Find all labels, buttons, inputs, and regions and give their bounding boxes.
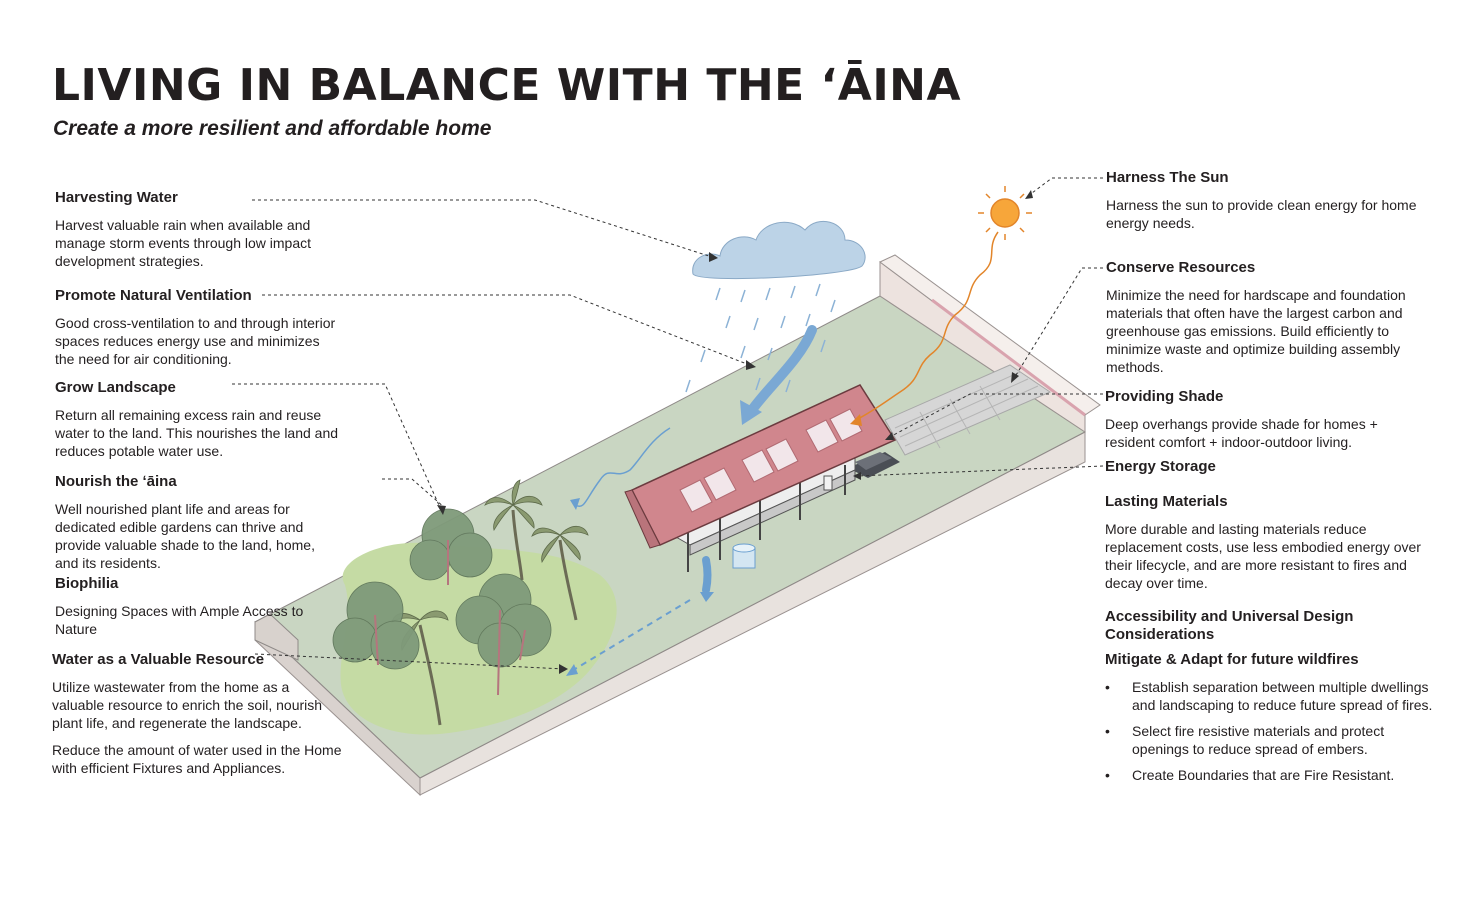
list-item: Select fire resistive materials and prot…	[1105, 722, 1435, 758]
callout-heading: Energy Storage	[1105, 458, 1216, 475]
leader-lines	[232, 177, 1104, 670]
callout-body: Designing Spaces with Ample Access to Na…	[55, 603, 304, 637]
callout-grow-landscape: Grow Landscape Return all remaining exce…	[55, 379, 340, 469]
callout-body: Well nourished plant life and areas for …	[55, 501, 315, 571]
callout-providing-shade: Providing Shade Deep overhangs provide s…	[1105, 388, 1405, 460]
callout-wildfires: Mitigate & Adapt for future wildfires Es…	[1105, 651, 1435, 792]
car	[848, 452, 900, 478]
callout-energy-storage: Energy Storage	[1105, 458, 1440, 485]
callout-body: Return all remaining excess rain and reu…	[55, 407, 339, 459]
driveway	[884, 364, 1052, 456]
callout-heading: Water as a Valuable Resource	[52, 651, 265, 668]
callout-body: Harvest valuable rain when available and…	[55, 217, 312, 269]
callout-heading: Harvesting Water	[55, 189, 178, 206]
left-wall	[254, 613, 299, 661]
water-dashed	[569, 599, 691, 673]
house	[624, 384, 897, 572]
callout-body: More durable and lasting materials reduc…	[1105, 521, 1421, 591]
callout-biophilia: Biophilia Designing Spaces with Ample Ac…	[55, 575, 317, 647]
callout-heading: Grow Landscape	[55, 379, 176, 396]
wind-line	[574, 427, 671, 507]
rain-cloud	[685, 220, 866, 393]
callout-heading: Promote Natural Ventilation	[55, 287, 252, 304]
wildfire-bullet-list: Establish separation between multiple dw…	[1105, 678, 1435, 784]
water-tank	[732, 543, 756, 569]
callout-heading: Providing Shade	[1105, 388, 1224, 405]
callout-heading: Harness The Sun	[1106, 169, 1229, 186]
sun-icon	[978, 186, 1032, 240]
callout-heading: Biophilia	[55, 575, 119, 592]
callout-natural-ventilation: Promote Natural Ventilation Good cross-v…	[55, 287, 340, 377]
callout-body: Minimize the need for hardscape and foun…	[1106, 287, 1406, 375]
list-item: Create Boundaries that are Fire Resistan…	[1105, 766, 1435, 784]
callout-accessibility: Accessibility and Universal Design Consi…	[1105, 608, 1365, 653]
callout-body: Deep overhangs provide shade for homes +…	[1105, 416, 1378, 450]
callout-body: Good cross-ventilation to and through in…	[55, 315, 336, 367]
callout-body: Utilize wastewater from the home as a va…	[52, 679, 323, 731]
sun-ray	[855, 231, 999, 421]
battery	[823, 475, 833, 491]
trees	[332, 479, 589, 726]
callout-lasting-materials: Lasting Materials More durable and lasti…	[1105, 493, 1435, 601]
ventilation-arrow	[747, 325, 817, 415]
callout-heading: Accessibility and Universal Design Consi…	[1105, 608, 1354, 643]
callout-body: Harness the sun to provide clean energy …	[1106, 197, 1417, 231]
callout-water-resource: Water as a Valuable Resource Utilize was…	[52, 651, 342, 786]
callout-heading: Lasting Materials	[1105, 493, 1228, 510]
callout-harvesting-water: Harvesting Water Harvest valuable rain w…	[55, 189, 340, 279]
page-title: LIVING IN BALANCE WITH THE ʻĀINA	[52, 60, 962, 111]
callout-nourish-aina: Nourish the ʻāina Well nourished plant l…	[55, 473, 340, 581]
callout-heading: Nourish the ʻāina	[55, 473, 177, 490]
callout-harness-sun: Harness The Sun Harness the sun to provi…	[1106, 169, 1431, 241]
list-item: Establish separation between multiple dw…	[1105, 678, 1435, 714]
callout-conserve-resources: Conserve Resources Minimize the need for…	[1106, 259, 1431, 385]
page-subtitle: Create a more resilient and affordable h…	[53, 117, 492, 140]
solar-panels	[679, 408, 863, 513]
callout-heading: Mitigate & Adapt for future wildfires	[1105, 651, 1359, 668]
callout-heading: Conserve Resources	[1106, 259, 1256, 276]
callout-body-2: Reduce the amount of water used in the H…	[52, 742, 342, 776]
